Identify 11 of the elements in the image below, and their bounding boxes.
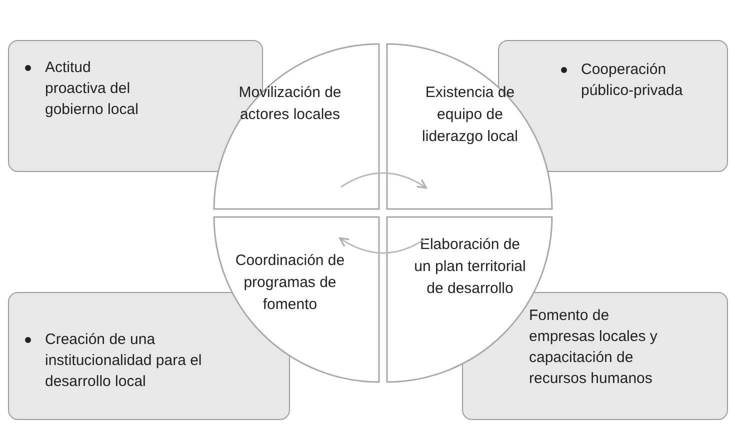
sector-label: Coordinación de programas de fomento <box>234 251 346 315</box>
note-card <box>462 292 728 420</box>
bullet-item: Fomento de empresas locales y capacitación de recursos humanos <box>529 306 658 389</box>
sector-label: Existencia de equipo de liderazgo local <box>421 83 519 147</box>
bullet-item: Actitud proactiva del gobierno local <box>45 58 140 120</box>
bullet-item: Creación de una institucionalidad para el desarrollo local <box>45 330 203 392</box>
sector-label: Elaboración de un plan territorial de desarrollo <box>413 235 527 299</box>
curved-arrow <box>340 172 428 189</box>
curved-arrow <box>338 237 426 254</box>
sector-label: Movilización de actores locales <box>238 83 342 125</box>
bullet-item: Cooperación público-privada <box>581 60 684 101</box>
